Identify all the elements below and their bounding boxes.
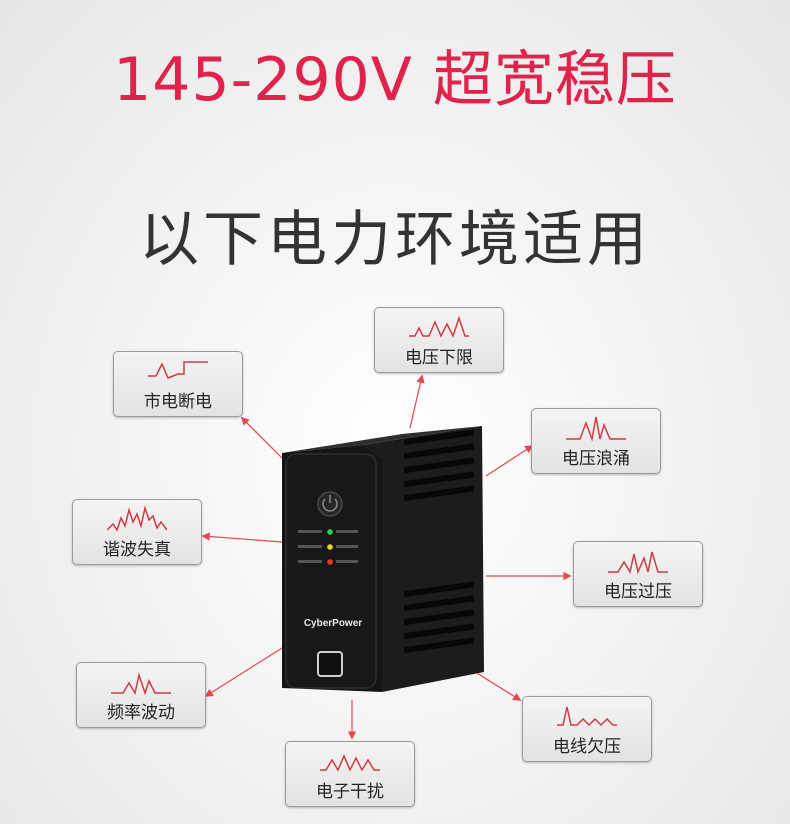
card-label: 市电断电 [144, 392, 212, 412]
card-label: 电压下限 [405, 348, 473, 368]
waveform-harmonic-icon [107, 505, 167, 532]
card-label: 电压过压 [604, 582, 672, 602]
subheadline: 以下电力环境适用 [139, 205, 651, 275]
card-label: 电压浪涌 [562, 449, 630, 469]
card-blackout: 市电断电 [113, 351, 243, 417]
ups-brand-logo: CyberPower [303, 618, 363, 629]
card-label: 谐波失真 [103, 540, 171, 560]
arrow-blackout [240, 416, 283, 459]
card-label: 电线欠压 [553, 737, 621, 757]
headline: 145-290V 超宽稳压 [113, 45, 677, 115]
card-noise: 电子干扰 [285, 741, 415, 807]
arrow-harmonic [201, 532, 283, 543]
arrow-sag [409, 374, 425, 429]
arrow-surge [485, 445, 534, 477]
card-overvoltage: 电压过压 [573, 541, 703, 607]
arrow-frequency [204, 647, 283, 697]
card-undervoltage: 电线欠压 [522, 696, 652, 762]
card-label: 频率波动 [107, 703, 175, 723]
card-frequency: 频率波动 [76, 662, 206, 728]
waveform-sag-icon [409, 315, 469, 338]
waveform-surge-icon [566, 416, 626, 442]
card-sag: 电压下限 [374, 307, 504, 373]
waveform-dropout-icon [148, 361, 208, 379]
waveform-overvoltage-icon [608, 551, 668, 575]
waveform-undervoltage-icon [557, 706, 617, 727]
card-surge: 电压浪涌 [531, 408, 661, 474]
card-harmonic: 谐波失真 [72, 499, 202, 565]
waveform-frequency-icon [111, 672, 171, 696]
ups-device [282, 426, 484, 692]
card-label: 电子干扰 [316, 782, 384, 802]
waveform-noise-icon [320, 754, 380, 772]
